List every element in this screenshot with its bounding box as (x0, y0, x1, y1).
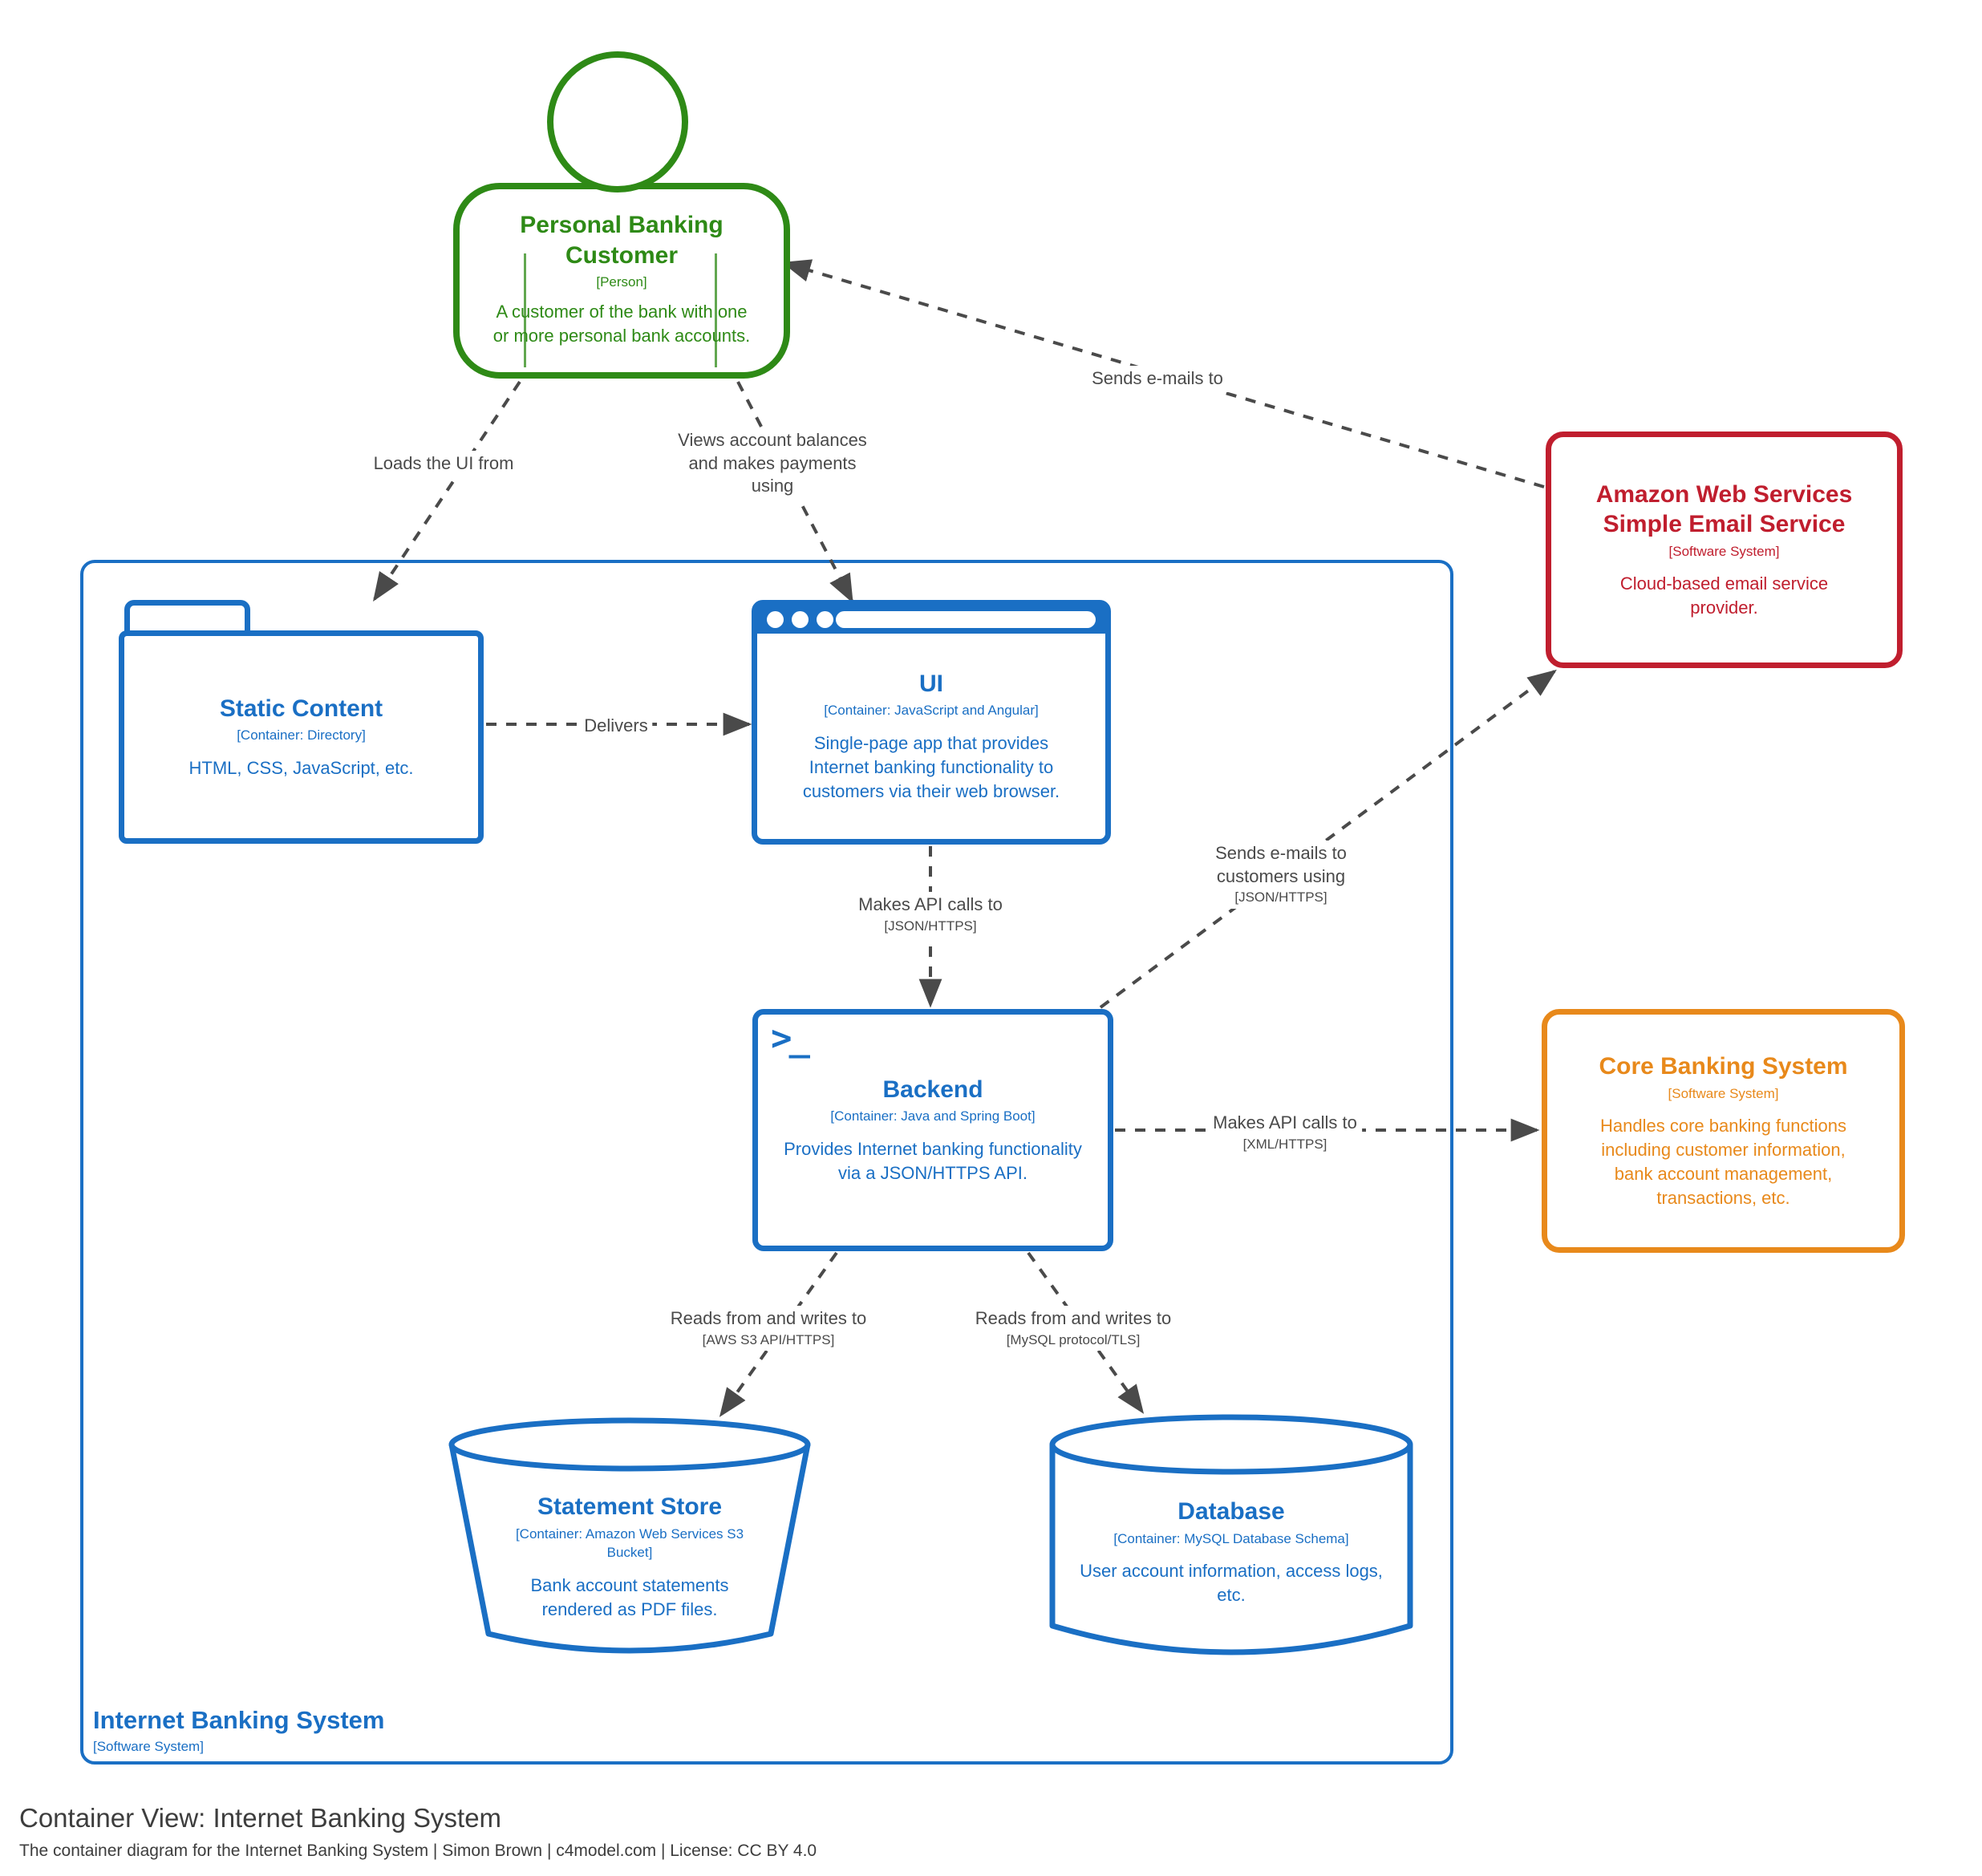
diagram-title: Container View: Internet Banking System (19, 1803, 502, 1833)
node-title: Personal Banking Customer (520, 212, 723, 269)
person-arm-icon (524, 253, 526, 367)
node-description: User account information, access logs, e… (1080, 1561, 1383, 1606)
node-database: Database [Container: MySQL Database Sche… (1047, 1412, 1416, 1662)
node-description: Single-page app that provides Internet b… (802, 733, 1060, 802)
node-description: Bank account statements rendered as PDF … (530, 1575, 729, 1619)
node-title: Static Content (219, 695, 383, 722)
node-description: A customer of the bank with one or more … (492, 301, 751, 346)
rel-text: Makes API calls to (858, 894, 1003, 914)
rel-text: Sends e-mails to customers using (1215, 843, 1347, 886)
node-description: Cloud-based email service provider. (1619, 573, 1829, 618)
node-meta: [Container: Java and Spring Boot] (830, 1108, 1036, 1124)
node-statement-store: Statement Store [Container: Amazon Web S… (446, 1415, 813, 1663)
node-meta: [Person] (596, 274, 647, 290)
rel-label-views-balances: Views account balances and makes payment… (667, 427, 878, 500)
node-title: UI (919, 670, 943, 697)
node-aws-simple-email-service: Amazon Web Services Simple Email Service… (1546, 432, 1903, 668)
browser-chrome-icon (757, 606, 1105, 634)
rel-tech: [AWS S3 API/HTTPS] (702, 1331, 835, 1347)
node-meta: [Container: MySQL Database Schema] (1113, 1530, 1349, 1546)
diagram-subtitle: The container diagram for the Internet B… (19, 1842, 817, 1861)
browser-dot-icon (767, 611, 784, 628)
node-static-content: Static Content [Container: Directory] HT… (119, 630, 484, 844)
rel-tech: [JSON/HTTPS] (1234, 889, 1327, 906)
node-backend: >_ Backend [Container: Java and Spring B… (752, 1009, 1113, 1251)
node-description: Provides Internet banking functionality … (784, 1139, 1082, 1184)
rel-label-sends-emails-using: Sends e-mails to customers using [JSON/H… (1198, 841, 1364, 909)
rel-text: Loads the UI from (373, 453, 514, 473)
rel-tech: [JSON/HTTPS] (884, 918, 977, 934)
node-meta: [Container: Amazon Web Services S3 Bucke… (515, 1526, 744, 1561)
person-arm-icon (715, 253, 717, 367)
node-title: Amazon Web Services Simple Email Service (1595, 480, 1853, 538)
node-personal-banking-customer: Personal Banking Customer [Person] A cus… (453, 183, 790, 379)
node-title: Backend (882, 1076, 983, 1103)
node-meta: [Container: Directory] (237, 727, 366, 744)
rel-text: Reads from and writes to (975, 1308, 1172, 1328)
rel-text: Views account balances and makes payment… (678, 430, 867, 496)
rel-text: Makes API calls to (1213, 1112, 1357, 1132)
node-title: Core Banking System (1599, 1053, 1848, 1080)
rel-tech: [XML/HTTPS] (1242, 1136, 1327, 1152)
browser-dot-icon (817, 611, 833, 628)
rel-text: Reads from and writes to (670, 1308, 867, 1328)
node-meta: [Software System] (1668, 543, 1780, 559)
rel-label-sends-emails: Sends e-mails to (1087, 366, 1228, 392)
terminal-icon: >_ (771, 1018, 810, 1059)
rel-label-api-calls-backend: Makes API calls to [JSON/HTTPS] (853, 892, 1007, 938)
boundary-meta: [Software System] (93, 1738, 204, 1754)
node-ui: UI [Container: JavaScript and Angular] S… (752, 600, 1111, 845)
browser-address-bar-icon (836, 611, 1096, 628)
rel-label-rw-database: Reads from and writes to [MySQL protocol… (970, 1306, 1177, 1351)
rel-tech: [MySQL protocol/TLS] (1006, 1331, 1141, 1347)
node-meta: [Software System] (1668, 1085, 1779, 1101)
rel-label-rw-statement-store: Reads from and writes to [AWS S3 API/HTT… (665, 1306, 872, 1351)
node-description: Handles core banking functions including… (1600, 1116, 1846, 1209)
browser-dot-icon (792, 611, 809, 628)
s3-bucket-icon (448, 1417, 811, 1654)
rel-label-api-calls-core: Makes API calls to [XML/HTTPS] (1208, 1110, 1362, 1156)
rel-label-loads-ui: Loads the UI from (368, 451, 519, 477)
node-description: HTML, CSS, JavaScript, etc. (188, 758, 414, 779)
node-title: Database (1177, 1498, 1285, 1525)
diagram-footer: Container View: Internet Banking System … (19, 1801, 817, 1861)
node-core-banking-system: Core Banking System [Software System] Ha… (1542, 1009, 1905, 1253)
database-cylinder-icon (1049, 1414, 1413, 1655)
node-title: Statement Store (537, 1493, 723, 1520)
boundary-label: Internet Banking System [Software System… (93, 1705, 384, 1756)
rel-text: Delivers (584, 715, 648, 735)
boundary-title: Internet Banking System (93, 1706, 385, 1734)
rel-label-delivers: Delivers (579, 713, 653, 739)
rel-text: Sends e-mails to (1092, 368, 1223, 388)
node-meta: [Container: JavaScript and Angular] (824, 703, 1039, 719)
person-head-icon (547, 51, 688, 192)
